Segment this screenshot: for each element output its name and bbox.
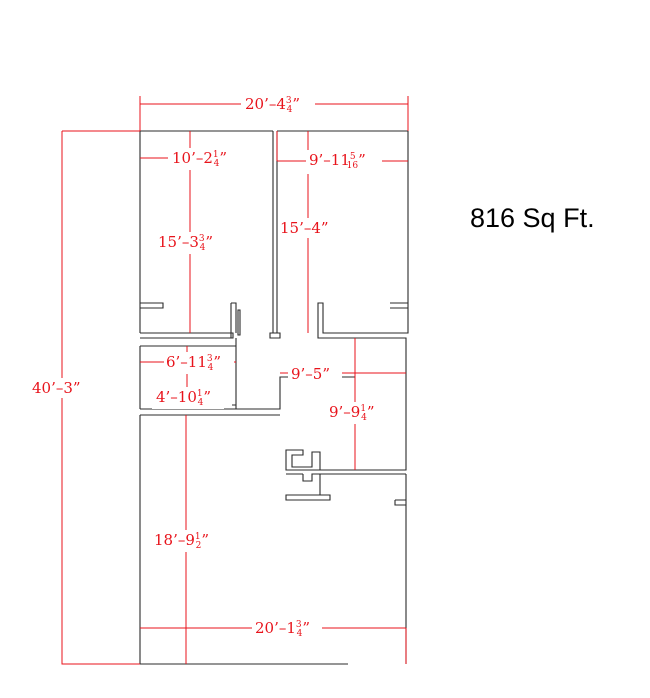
- right-jog: [394, 500, 406, 506]
- room2-door-stub: [390, 302, 408, 309]
- dim-line-overall-depth: [61, 130, 140, 665]
- outer-wall-top-left: [139, 130, 408, 665]
- label-overall-depth: 40’–3”: [32, 379, 81, 397]
- label-room2-depth: 15’–4”: [280, 219, 329, 237]
- walls: [139, 130, 409, 665]
- closet-block: [285, 449, 331, 501]
- outer-wall-right-upper: [317, 131, 409, 471]
- room1-bottom-wall: [140, 302, 234, 339]
- area-label: 816 Sq Ft.: [470, 203, 595, 233]
- outer-wall-right-lower: [320, 473, 407, 664]
- label-hall-width: 9’–5”: [291, 365, 330, 383]
- bath-walls: [140, 302, 355, 416]
- central-partition: [269, 131, 281, 339]
- dimension-lines: [61, 96, 409, 665]
